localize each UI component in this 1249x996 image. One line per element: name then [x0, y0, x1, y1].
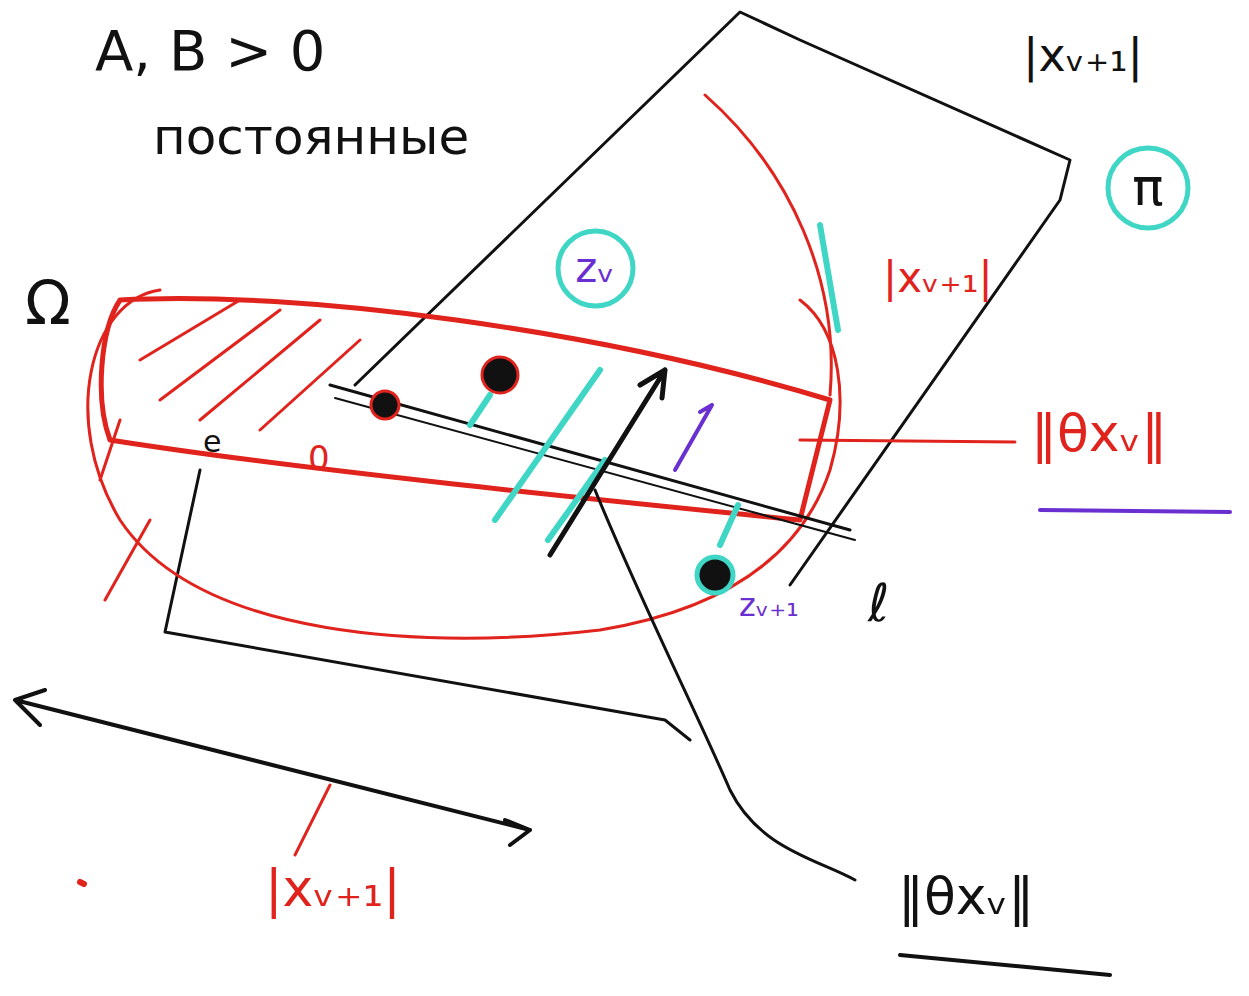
dot [80, 882, 84, 884]
norm-label: |xᵥ₊₁| [262, 860, 404, 917]
point [697, 557, 733, 593]
highlight [470, 370, 738, 545]
line-l [330, 385, 850, 530]
norm-label: ‖θxᵥ‖ [1028, 405, 1170, 462]
circled-symbol: π [1104, 144, 1192, 232]
note-text: постоянные [150, 110, 472, 165]
region-outline [88, 290, 840, 638]
circle-ring [558, 231, 633, 306]
norm-label: |xᵥ₊₁| [1020, 30, 1146, 81]
region-name: Ω [22, 270, 74, 336]
circle-ring [1108, 148, 1188, 228]
vector-name: e [200, 425, 224, 458]
symbol-text: zᵥ [575, 245, 615, 291]
point [371, 391, 399, 419]
arrow [675, 405, 712, 470]
cone-outline [355, 12, 1070, 585]
hatching [140, 300, 360, 430]
circled-point: zᵥ [554, 227, 637, 310]
cone-lower-outline [165, 470, 690, 740]
symbol-text: π [1132, 159, 1163, 216]
highlight [820, 225, 838, 330]
norm-label: ‖θxᵥ‖ [895, 868, 1037, 925]
band-outline [101, 298, 830, 520]
point [482, 357, 518, 393]
point-name: zᵥ₊₁ [736, 588, 802, 623]
line-name: ℓ [865, 575, 892, 632]
radius-arc [705, 95, 831, 395]
hatching [100, 420, 150, 600]
leader-line [800, 440, 1015, 442]
leader-line [595, 490, 855, 880]
underline [1040, 510, 1230, 512]
underline [900, 955, 1110, 975]
origin-label: 0 [305, 440, 333, 477]
condition-text: A, B > 0 [92, 20, 328, 82]
leader-line [295, 785, 330, 855]
double-arrow [15, 690, 530, 845]
norm-label: |xᵥ₊₁| [880, 255, 996, 301]
arrow [550, 370, 665, 555]
